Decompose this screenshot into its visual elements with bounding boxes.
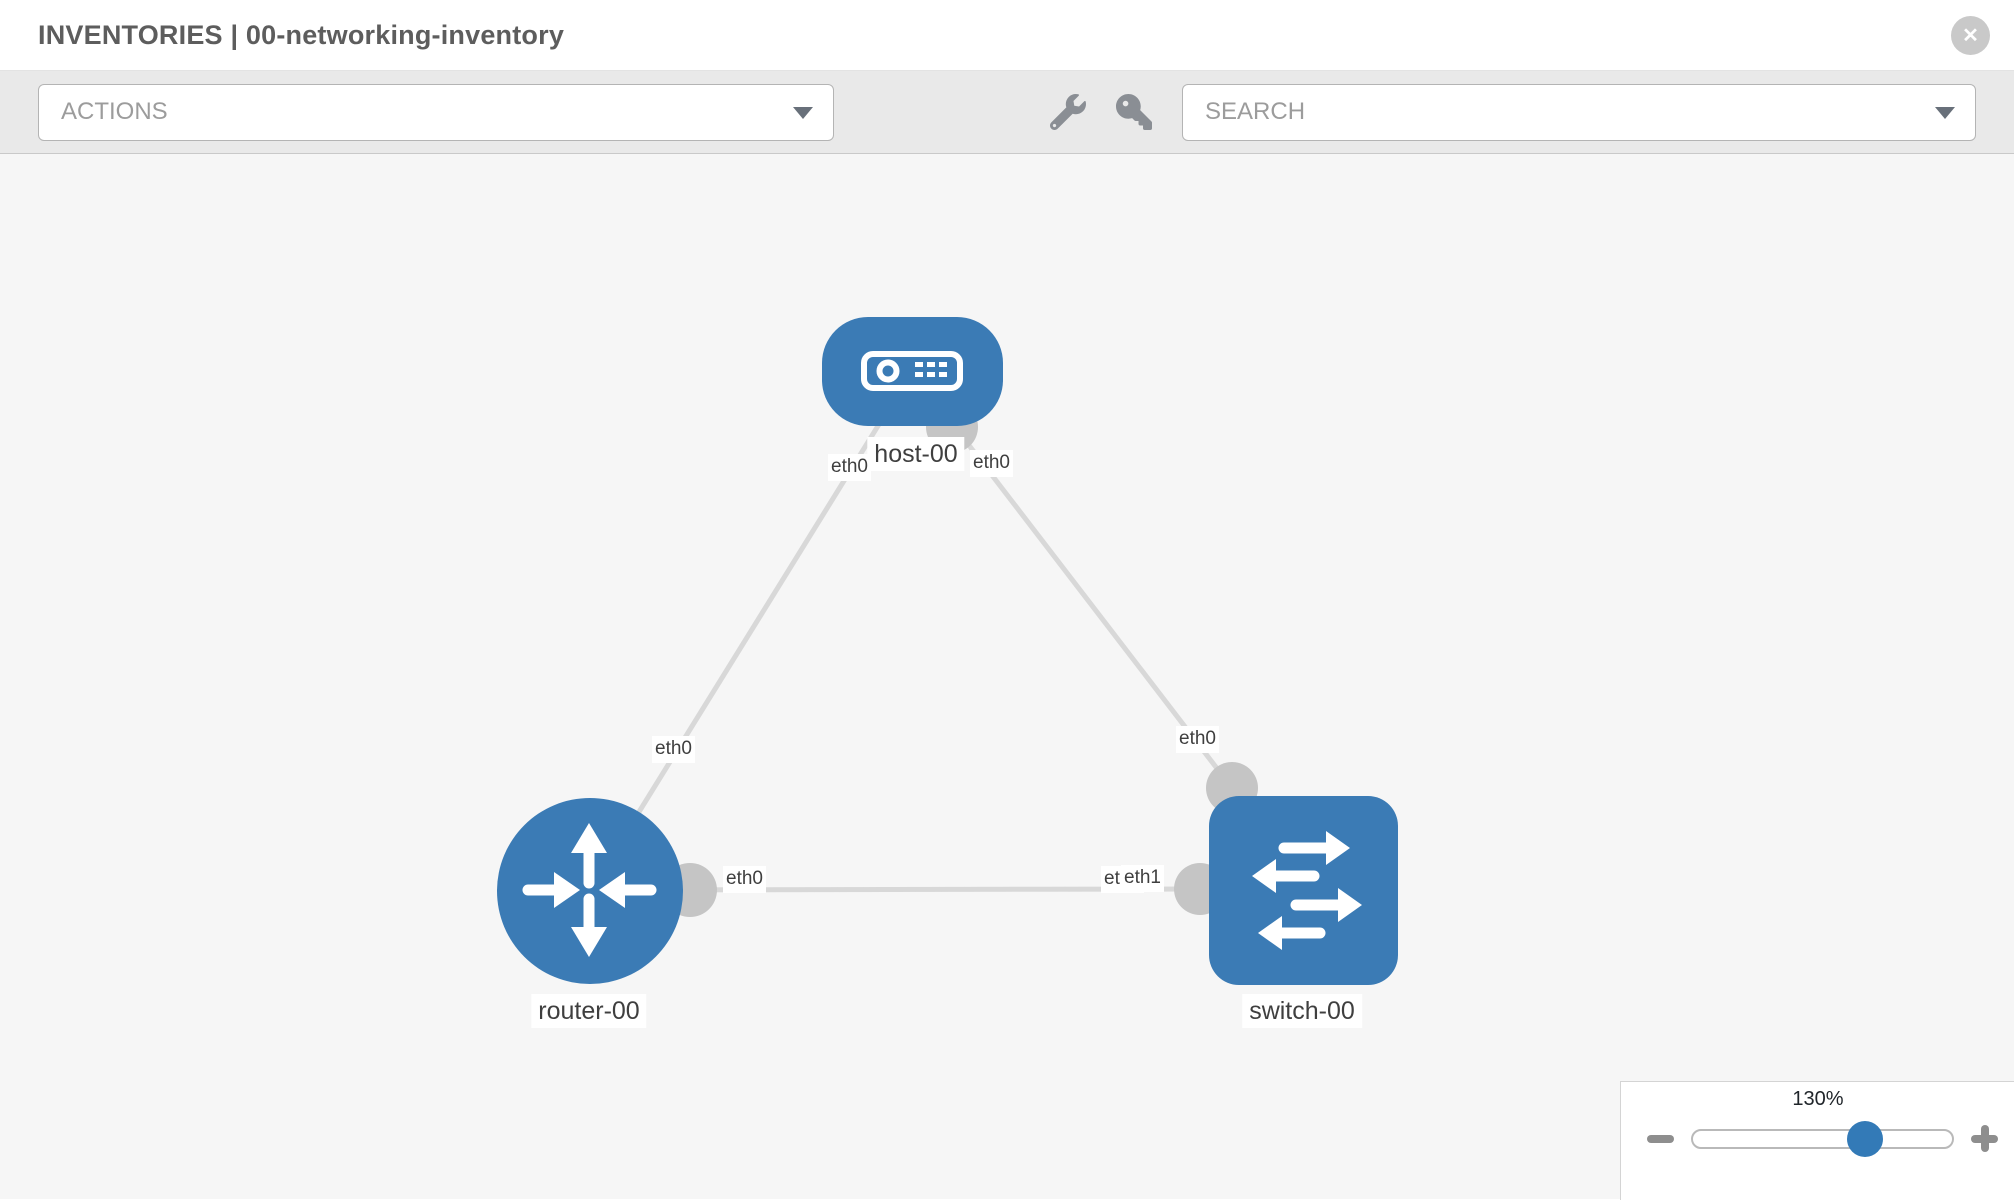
- actions-dropdown[interactable]: ACTIONS: [38, 83, 834, 141]
- chevron-down-icon: [793, 107, 813, 119]
- search-dropdown-label: SEARCH: [1205, 98, 1306, 125]
- node-label-host: host-00: [867, 437, 965, 471]
- topology-svg: [497, 317, 1398, 985]
- zoom-slider-track[interactable]: [1691, 1120, 1954, 1157]
- interface-label-router-to-switch: eth0: [723, 866, 766, 893]
- search-dropdown[interactable]: SEARCH: [1182, 83, 1976, 141]
- interface-label-router-to-host: eth0: [652, 736, 695, 763]
- zoom-out-minus-icon[interactable]: [1647, 1134, 1674, 1143]
- close-icon[interactable]: ✕: [1951, 16, 1990, 55]
- zoom-slider-row: [1647, 1120, 2014, 1157]
- zoom-panel: 130%: [1620, 1081, 2014, 1200]
- router-icon: [522, 823, 657, 957]
- interface-label-switch-to-router: eth1: [1121, 865, 1164, 892]
- node-label-router: router-00: [531, 994, 647, 1028]
- topology-canvas[interactable]: host-00 router-00 switch-00 eth0 eth0 et…: [0, 154, 2014, 1200]
- node-host[interactable]: [822, 317, 1003, 426]
- interface-dots: [663, 401, 1258, 917]
- switch-icon: [1252, 831, 1362, 950]
- node-switch[interactable]: [1209, 796, 1398, 985]
- interface-label-host-to-switch: eth0: [970, 450, 1013, 477]
- toolbar: ACTIONS SEARCH: [0, 71, 2014, 154]
- node-label-switch: switch-00: [1242, 994, 1362, 1028]
- node-router[interactable]: [497, 798, 683, 984]
- zoom-level-label: 130%: [1792, 1088, 1844, 1110]
- chevron-down-icon: [1935, 107, 1955, 119]
- host-icon: [861, 351, 963, 391]
- key-icon[interactable]: [1116, 94, 1152, 130]
- title-bar: INVENTORIES | 00-networking-inventory ✕: [0, 0, 2014, 71]
- plus-vertical-bar: [1981, 1125, 1989, 1152]
- wrench-icon[interactable]: [1049, 94, 1086, 131]
- zoom-in-plus-icon[interactable]: [1971, 1125, 1998, 1152]
- page-title: INVENTORIES | 00-networking-inventory: [38, 19, 565, 50]
- interface-label-switch-to-host: eth0: [1176, 726, 1219, 753]
- actions-dropdown-label: ACTIONS: [61, 98, 168, 125]
- zoom-slider-thumb[interactable]: [1847, 1120, 1883, 1157]
- interface-label-host-to-router: eth0: [828, 454, 871, 481]
